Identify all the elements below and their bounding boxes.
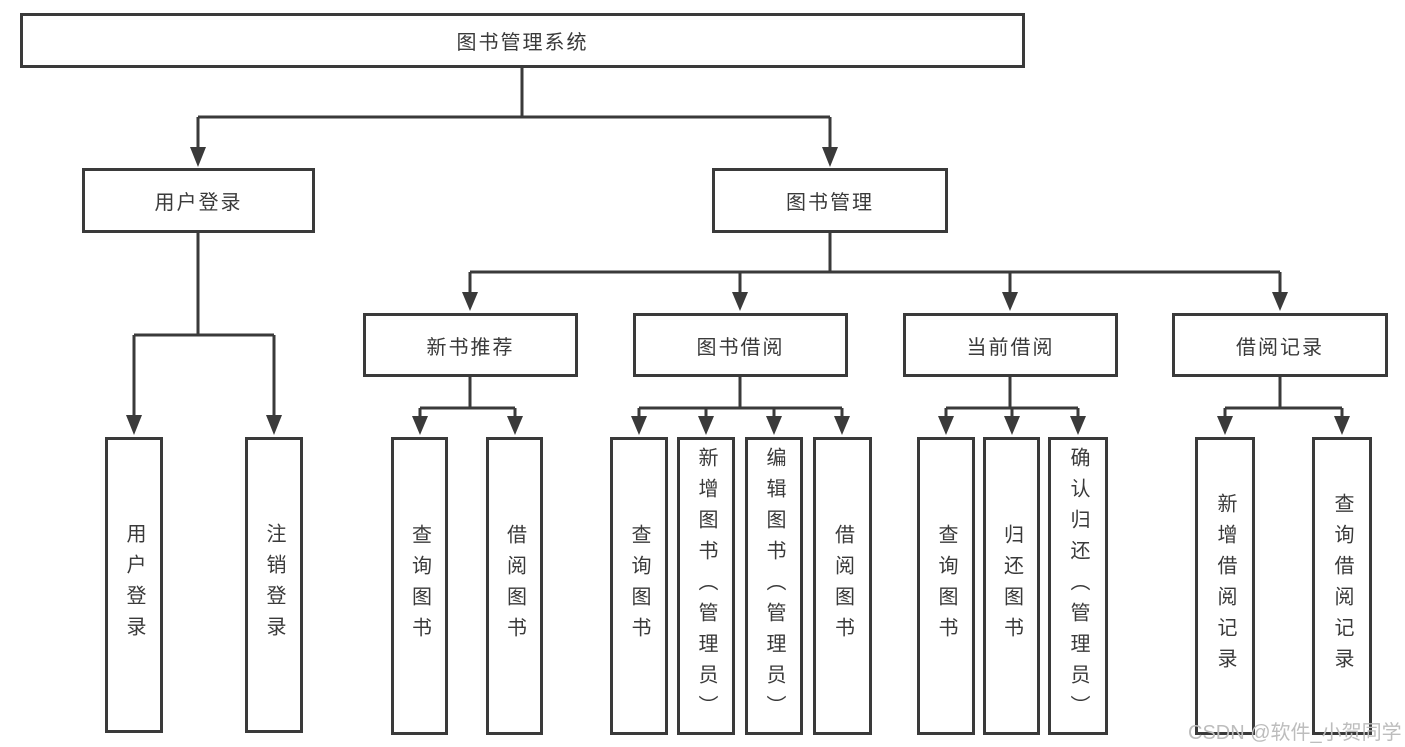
leaf-add-book-admin-label: 新增图书（管理员） xyxy=(695,446,717,726)
leaf-edit-book-admin: 编辑图书（管理员） xyxy=(745,437,803,735)
leaf-query-books-current-label: 查询图书 xyxy=(935,524,957,648)
leaf-add-borrow-record-label: 新增借阅记录 xyxy=(1214,493,1236,679)
node-user-login-label: 用户登录 xyxy=(154,192,243,214)
csdn-watermark: CSDN @软件_小贺同学 xyxy=(1188,722,1402,744)
leaf-confirm-return-admin-label: 确认归还（管理员） xyxy=(1067,446,1089,726)
leaf-query-books-borrow-label: 查询图书 xyxy=(628,524,650,648)
leaf-query-borrow-record-label: 查询借阅记录 xyxy=(1331,493,1353,679)
leaf-edit-book-admin-label: 编辑图书（管理员） xyxy=(763,446,785,726)
leaf-return-books: 归还图书 xyxy=(983,437,1040,735)
leaf-borrow-books-recommend: 借阅图书 xyxy=(486,437,543,735)
node-borrow-records-label: 借阅记录 xyxy=(1236,336,1324,359)
leaf-logout-login: 注销登录 xyxy=(245,437,303,733)
leaf-add-borrow-record: 新增借阅记录 xyxy=(1195,437,1255,735)
node-borrow-records: 借阅记录 xyxy=(1172,313,1388,377)
leaf-borrow-books: 借阅图书 xyxy=(813,437,872,735)
node-root-label: 图书管理系统 xyxy=(456,32,589,54)
node-book-management: 图书管理 xyxy=(712,168,948,233)
node-new-book-recommend-label: 新书推荐 xyxy=(426,336,515,359)
node-new-book-recommend: 新书推荐 xyxy=(363,313,578,377)
node-root: 图书管理系统 xyxy=(20,13,1025,68)
leaf-user-login-label: 用户登录 xyxy=(123,523,145,647)
node-book-management-label: 图书管理 xyxy=(786,192,874,214)
node-book-borrow: 图书借阅 xyxy=(633,313,848,377)
node-current-borrow-label: 当前借阅 xyxy=(966,336,1055,359)
leaf-add-book-admin: 新增图书（管理员） xyxy=(677,437,735,735)
arrowheads xyxy=(126,147,1350,435)
leaf-query-books-borrow: 查询图书 xyxy=(610,437,668,735)
leaf-logout-login-label: 注销登录 xyxy=(263,523,285,647)
node-user-login: 用户登录 xyxy=(82,168,315,233)
leaf-borrow-books-label: 借阅图书 xyxy=(831,524,854,648)
leaf-query-borrow-record: 查询借阅记录 xyxy=(1312,437,1372,735)
leaf-return-books-label: 归还图书 xyxy=(1000,524,1023,648)
leaf-query-books-current: 查询图书 xyxy=(917,437,975,735)
leaf-query-books-recommend: 查询图书 xyxy=(391,437,448,735)
leaf-query-books-recommend-label: 查询图书 xyxy=(408,524,431,648)
leaf-user-login: 用户登录 xyxy=(105,437,163,733)
leaf-borrow-books-recommend-label: 借阅图书 xyxy=(503,524,526,648)
leaf-confirm-return-admin: 确认归还（管理员） xyxy=(1048,437,1108,735)
node-current-borrow: 当前借阅 xyxy=(903,313,1118,377)
node-book-borrow-label: 图书借阅 xyxy=(696,336,785,359)
